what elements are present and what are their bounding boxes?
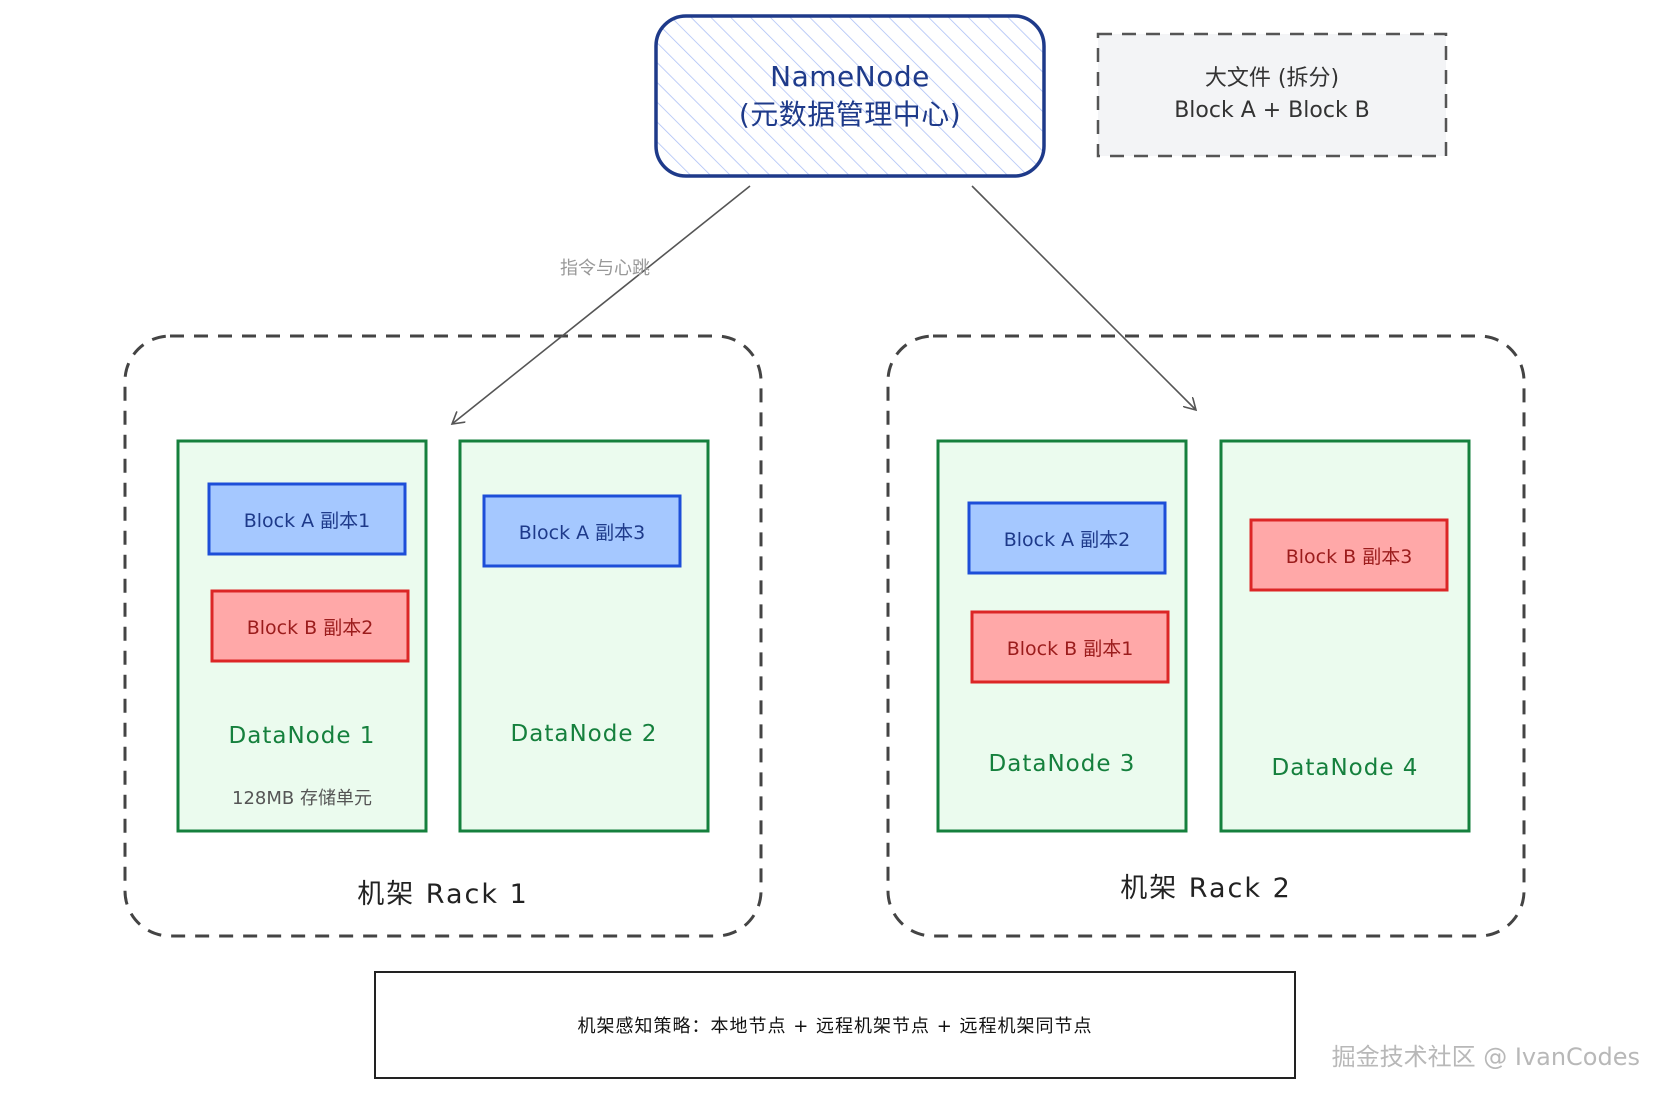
arrow-to-rack-2 (971, 185, 1196, 410)
datanode-2-label: DataNode 2 (510, 721, 658, 747)
arrow-to-rack-1 (452, 185, 751, 424)
namenode-subtitle: (元数据管理中心) (738, 98, 962, 131)
block-b-replica-1-box (970, 610, 1170, 684)
block-b-replica-2-box (210, 589, 410, 663)
block-a-replica-2-box (967, 501, 1167, 575)
watermark: 掘金技术社区 @ IvanCodes (1331, 1042, 1640, 1071)
block-b-replica-2-label: Block B 副本2 (246, 616, 374, 639)
datanode-4-box (1219, 439, 1471, 833)
block-b-replica-3-box (1249, 518, 1449, 592)
namenode-box (654, 14, 1046, 178)
big-file-box (1096, 32, 1448, 158)
block-a-replica-1-box (207, 482, 407, 556)
block-b-replica-3-label: Block B 副本3 (1285, 545, 1413, 568)
block-b-replica-1-label: Block B 副本1 (1006, 637, 1134, 660)
rack-1-label: 机架 Rack 1 (357, 878, 529, 910)
big-file-label: 大文件 (拆分) Block A + Block B (1098, 34, 1446, 156)
big-file-line-2: Block A + Block B (1174, 98, 1370, 123)
block-a-replica-1-label: Block A 副本1 (243, 509, 371, 532)
block-a-replica-3-box (482, 494, 682, 568)
strategy-box (374, 971, 1296, 1079)
rack-2-container (886, 334, 1526, 938)
namenode-title: NameNode (770, 60, 930, 93)
edge-label: 指令与心跳 (560, 258, 650, 279)
datanode-4-label: DataNode 4 (1271, 755, 1419, 781)
block-a-replica-2-label: Block A 副本2 (1003, 528, 1131, 551)
strategy-label: 机架感知策略：本地节点 + 远程机架节点 + 远程机架同节点 (577, 1016, 1093, 1037)
datanode-1-note: 128MB 存储单元 (232, 788, 372, 809)
datanode-3-label: DataNode 3 (988, 751, 1136, 777)
big-file-line-1: 大文件 (拆分) (1204, 66, 1340, 91)
namenode-label: NameNode (元数据管理中心) (656, 16, 1044, 176)
datanode-1-label: DataNode 1 (228, 723, 376, 749)
rack-2-label: 机架 Rack 2 (1120, 872, 1292, 904)
rack-1-container (123, 334, 763, 938)
block-a-replica-3-label: Block A 副本3 (518, 521, 646, 544)
